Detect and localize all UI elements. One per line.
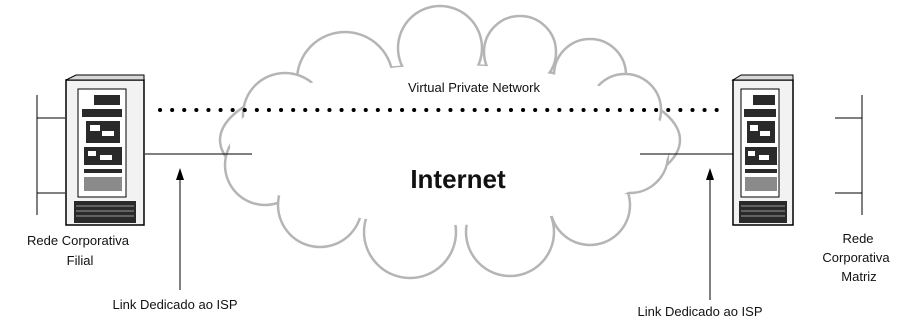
vpn-label: Virtual Private Network xyxy=(408,80,540,95)
left-network-lines xyxy=(36,95,65,215)
right-isp-link-label: Link Dedicado ao ISP xyxy=(637,304,762,319)
right-site-label-line1: Rede xyxy=(842,231,873,246)
right-server-icon xyxy=(731,74,794,226)
left-isp-link-label: Link Dedicado ao ISP xyxy=(112,297,237,312)
internet-cloud xyxy=(218,4,682,280)
right-site-label-line3: Matriz xyxy=(841,269,876,284)
left-site-label-line1: Rede Corporativa xyxy=(27,233,130,248)
internet-label: Internet xyxy=(410,164,506,194)
right-isp-arrow xyxy=(706,168,714,300)
left-server-icon xyxy=(65,74,145,226)
left-isp-arrow xyxy=(176,168,184,290)
right-network-lines xyxy=(835,95,863,215)
right-site-label-line2: Corporativa xyxy=(822,250,890,265)
left-site-label-line2: Filial xyxy=(67,253,94,268)
